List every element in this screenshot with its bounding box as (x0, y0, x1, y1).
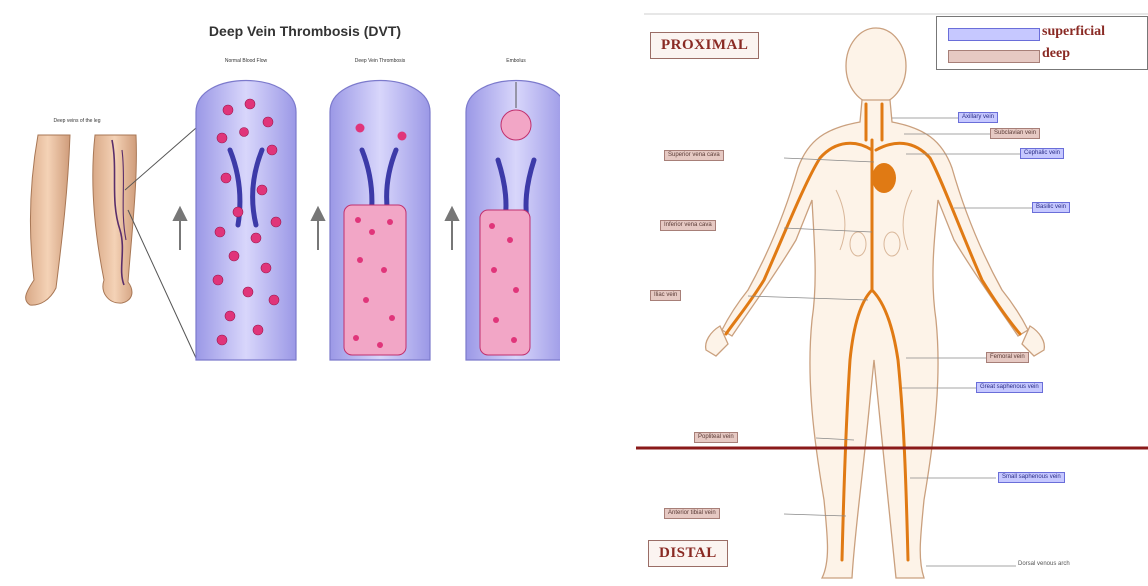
legend-superficial-label: superficial (1042, 24, 1105, 40)
dvt-drawing: Deep Vein Thrombosis (DVT) Deep veins of… (0, 0, 560, 581)
distal-title: DISTAL (648, 540, 728, 567)
label-popliteal-vein: Popliteal vein (694, 432, 738, 443)
leg-back-icon (93, 135, 137, 303)
dvt-title: Deep Vein Thrombosis (DVT) (209, 23, 401, 39)
legend-deep-swatch (948, 50, 1040, 63)
body-outline (636, 0, 1148, 581)
dvt-illustration: Deep Vein Thrombosis (DVT) Deep veins of… (0, 0, 560, 581)
vein-label-normal: Normal Blood Flow (225, 58, 268, 64)
vein-label-embolus: Embolus (506, 58, 526, 64)
leg-label: Deep veins of the leg (54, 118, 101, 124)
label-axillary-vein: Axillary vein (958, 112, 998, 123)
venous-system-diagram: superficial deep PROXIMAL DISTAL Axillar… (636, 0, 1148, 581)
zoom-line-bottom (128, 210, 196, 358)
label-subclavian-vein: Subclavian vein (990, 128, 1040, 139)
vein-embolus: Embolus (466, 58, 560, 360)
legend-deep-label: deep (1042, 46, 1070, 62)
label-cephalic-vein: Cephalic vein (1020, 148, 1064, 159)
label-iliac-vein: Iliac vein (650, 290, 681, 301)
label-small-saphenous-vein: Small saphenous vein (998, 472, 1065, 483)
label-dorsal-venous-arch: Dorsal venous arch (1018, 561, 1070, 567)
vein-dvt: Deep Vein Thrombosis (330, 58, 430, 360)
label-great-saphenous-vein: Great saphenous vein (976, 382, 1043, 393)
label-inferior-vena-cava: Inferior vena cava (660, 220, 716, 231)
label-basilic-vein: Basilic vein (1032, 202, 1070, 213)
label-femoral-vein: Femoral vein (986, 352, 1029, 363)
legend-superficial-swatch (948, 28, 1040, 41)
label-superior-vena-cava: Superior vena cava (664, 150, 724, 161)
label-anterior-tibial-vein: Anterior tibial vein (664, 508, 720, 519)
leg-front-icon (26, 135, 70, 305)
vein-normal-flow: Normal Blood Flow (196, 58, 296, 360)
vein-label-dvt: Deep Vein Thrombosis (355, 58, 406, 64)
proximal-title: PROXIMAL (650, 32, 759, 59)
